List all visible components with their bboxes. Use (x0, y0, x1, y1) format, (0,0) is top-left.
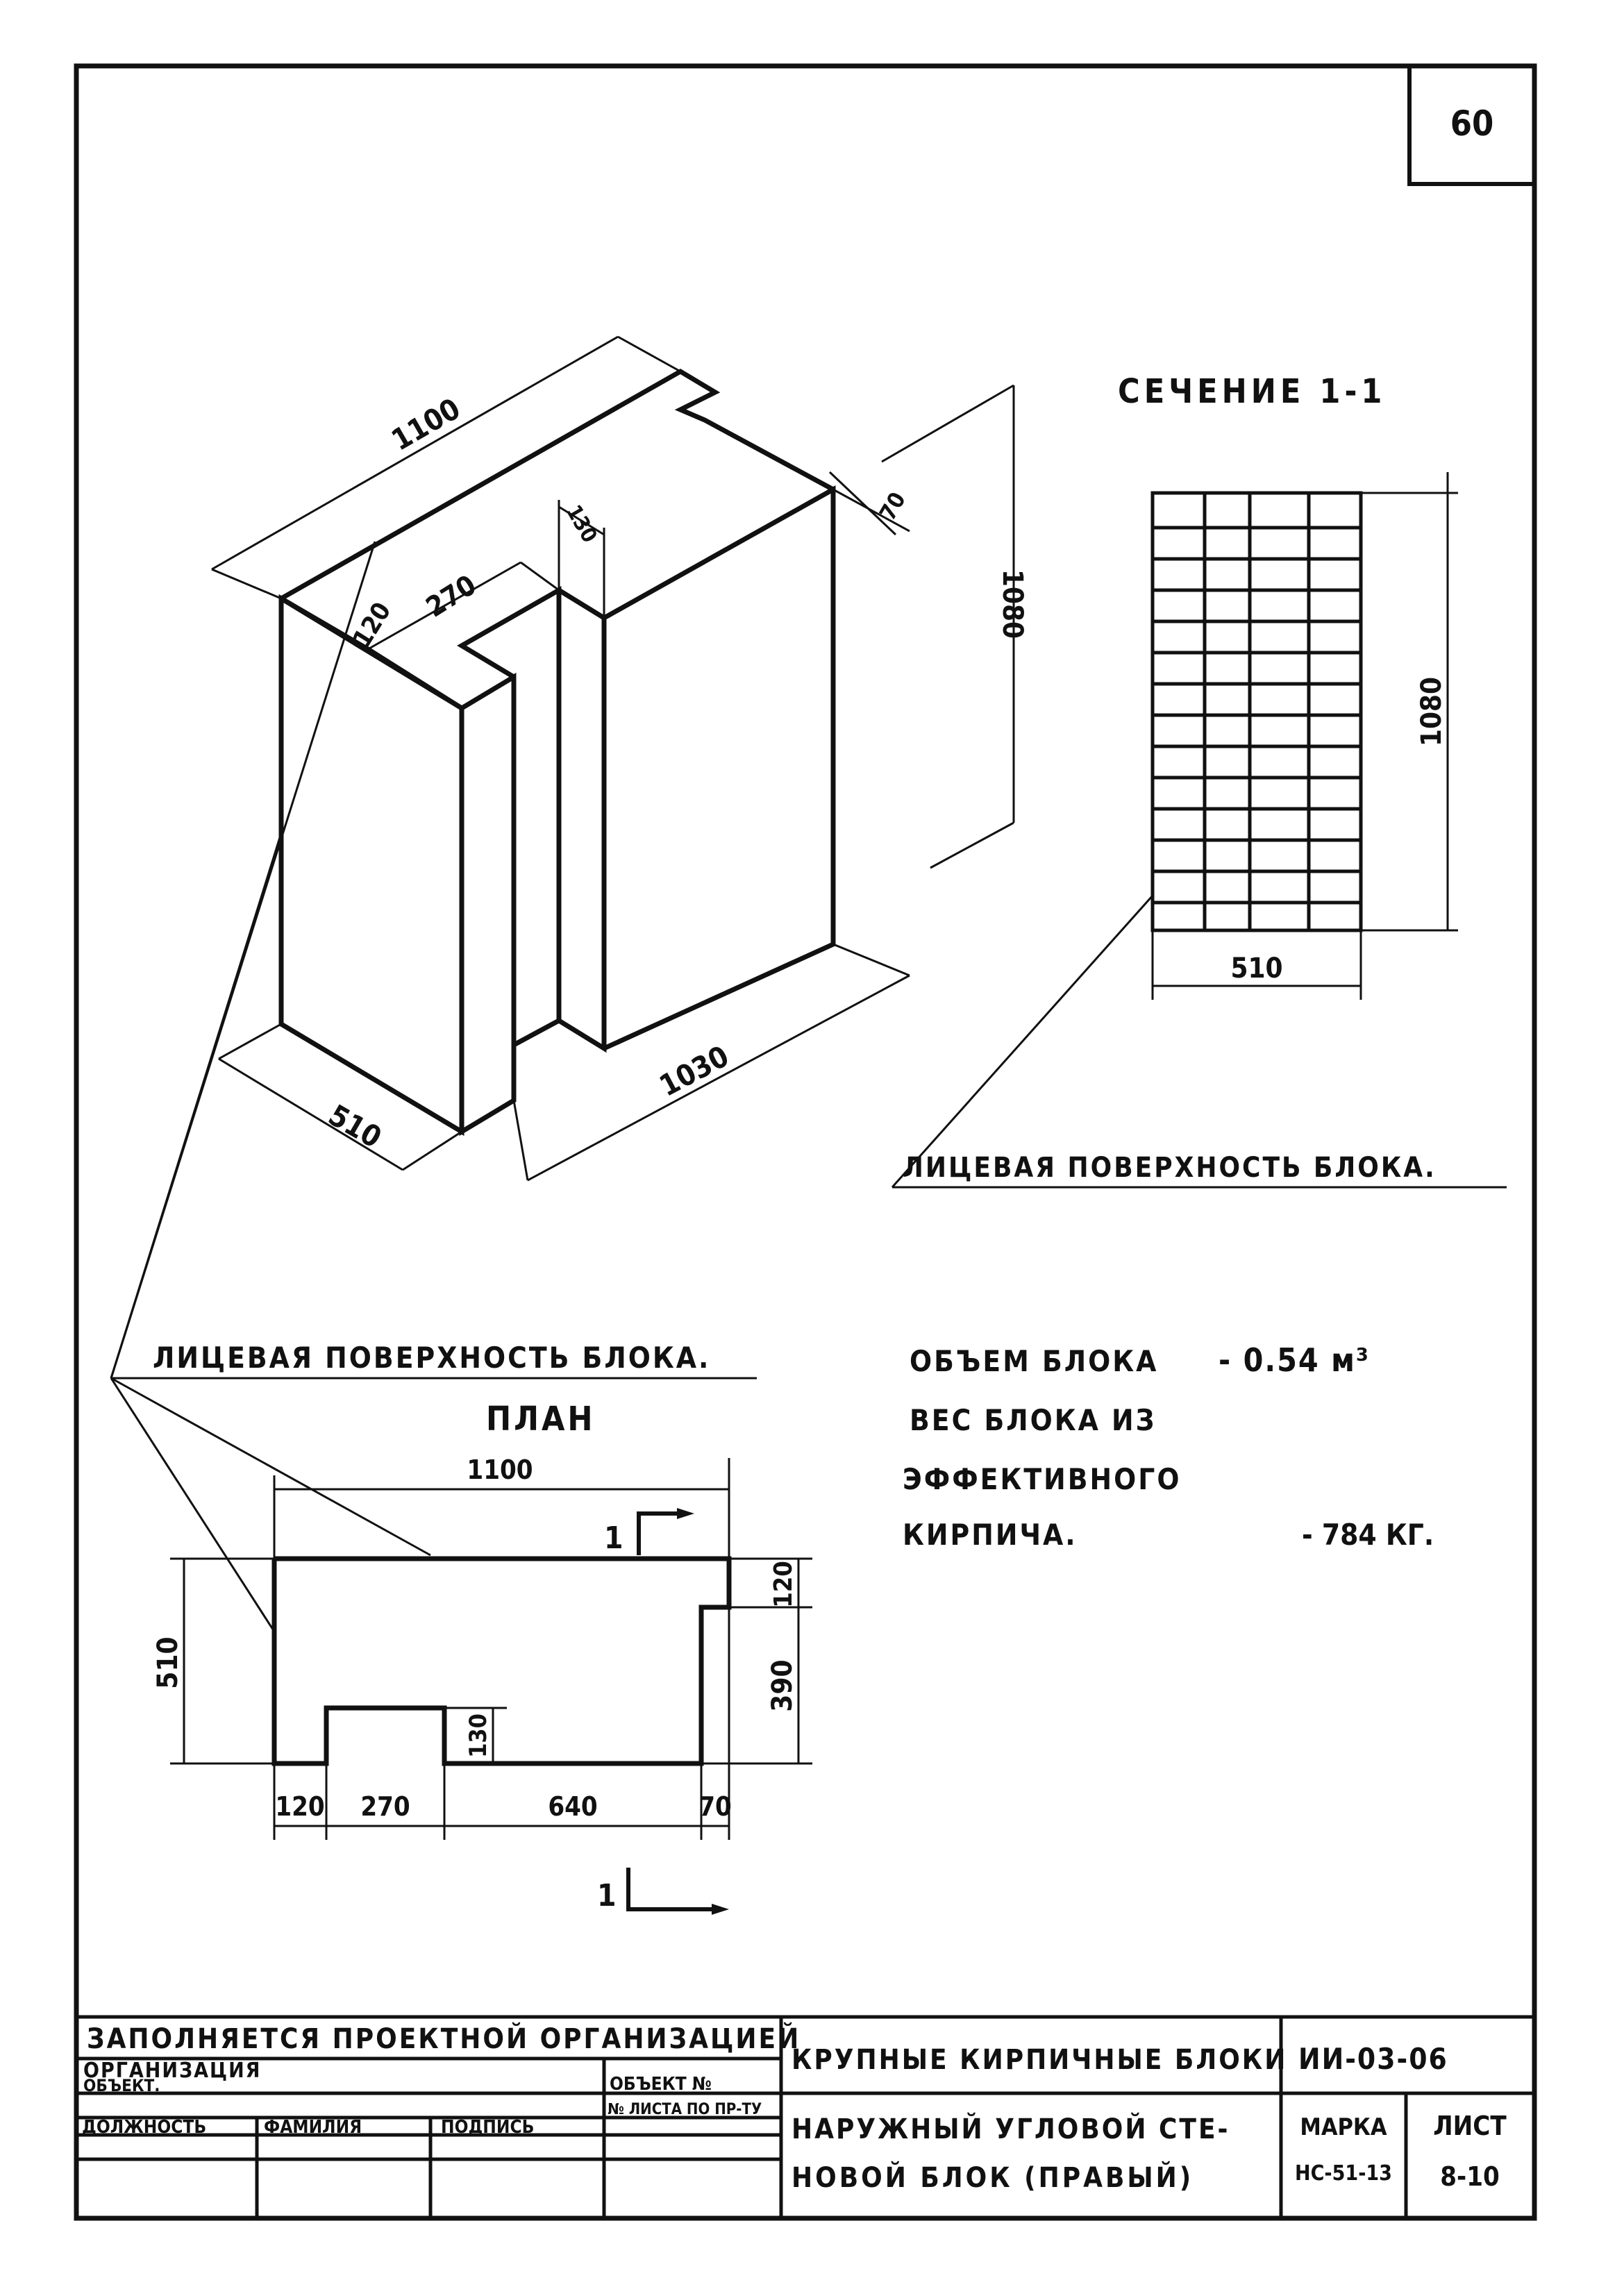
section-face-label: ЛИЦЕВАЯ ПОВЕРХНОСТЬ БЛОКА. (903, 1152, 1437, 1184)
plan-total-label: 1100 (467, 1455, 533, 1485)
plan-bottom-120: 120 (275, 1791, 324, 1822)
dim-70 (828, 471, 910, 536)
section-face-leader (891, 895, 1507, 1189)
plan-bottom-270: 270 (360, 1791, 410, 1822)
volume-label: ОБЪЕМ БЛОКА (910, 1344, 1158, 1378)
volume-value: - 0.54 м³ (1219, 1341, 1370, 1379)
plan-bottom-640: 640 (548, 1791, 597, 1822)
tb-series-title: КРУПНЫЕ КИРПИЧНЫЕ БЛОКИ (792, 2044, 1287, 2076)
plan-notch-label: 130 (464, 1713, 492, 1758)
section-brick-pattern (1150, 491, 1363, 932)
dim-1080-height-label: 1080 (996, 569, 1028, 639)
tb-signature: ПОДПИСЬ (441, 2117, 534, 2138)
tb-sheet-value: 8-10 (1440, 2161, 1500, 2192)
tb-object: ОБЪЕКТ. (83, 2076, 160, 2095)
dim-1030-label: 1030 (654, 1039, 735, 1103)
section-cut-marks (626, 1511, 712, 1911)
dim-130 (558, 500, 605, 618)
section-width-label: 510 (1230, 953, 1282, 984)
dim-1030 (512, 943, 910, 1182)
tb-drawing-title-2: НОВОЙ БЛОК (ПРАВЫЙ) (792, 2161, 1194, 2194)
plan-bottom-70: 70 (698, 1791, 732, 1822)
tb-sheet-label: ЛИСТ (1433, 2111, 1507, 2141)
dim-1100-top (211, 335, 681, 600)
plan-dims (170, 1458, 812, 1840)
sheet-frame (74, 63, 1537, 2221)
tb-mark-label: МАРКА (1300, 2113, 1387, 2141)
cut-mark-bottom: 1 (597, 1878, 617, 1913)
isometric-view: 1100 120 270 130 70 1080 (211, 335, 1028, 1182)
cut-arrow-top (677, 1508, 694, 1519)
tb-series-code: ИИ-03-06 (1298, 2042, 1448, 2076)
plan-title: ПЛАН (486, 1400, 596, 1439)
tb-surname: ФАМИЛИЯ (264, 2117, 362, 2138)
plan-right-bottom-label: 390 (767, 1659, 798, 1711)
dim-1080-height (881, 384, 1015, 869)
weight-value: - 784 КГ. (1302, 1518, 1434, 1552)
plan-depth-label: 510 (152, 1636, 184, 1689)
specs-block: ОБЪЕМ БЛОКА - 0.54 м³ ВЕС БЛОКА ИЗ ЭФФЕК… (903, 1341, 1434, 1552)
dim-270-label: 270 (421, 569, 482, 624)
dim-510-iso (218, 1023, 462, 1171)
tb-drawing-title-1: НАРУЖНЫЙ УГЛОВОЙ СТЕ- (792, 2112, 1230, 2145)
cut-mark-top: 1 (604, 1520, 623, 1556)
tb-sheet-no: № ЛИСТА ПО ПР-ТУ (608, 2101, 762, 2118)
section-title: СЕЧЕНИЕ 1-1 (1118, 372, 1386, 411)
cut-arrow-bottom (712, 1904, 729, 1915)
title-block: ЗАПОЛНЯЕТСЯ ПРОЕКТНОЙ ОРГАНИЗАЦИЕЙ ОРГАН… (76, 2015, 1534, 2218)
face-leaders (110, 541, 757, 1632)
tb-object-no: ОБЪЕКТ № (610, 2074, 712, 2095)
sheet-number: 60 (1450, 103, 1494, 144)
weight-line-2: ЭФФЕКТИВНОГО (903, 1462, 1182, 1496)
plan-face-label: ЛИЦЕВАЯ ПОВЕРХНОСТЬ БЛОКА. (153, 1341, 710, 1375)
iso-block-outline (278, 368, 836, 1137)
weight-line-3: КИРПИЧА. (903, 1518, 1078, 1552)
section-dims (1151, 472, 1458, 1000)
section-height-label: 1080 (1416, 677, 1448, 746)
tb-position: ДОЛЖНОСТЬ (82, 2117, 206, 2138)
dim-510-iso-label: 510 (323, 1098, 387, 1155)
plan-right-top-label: 120 (769, 1561, 798, 1608)
dim-130-label: 130 (561, 501, 601, 547)
weight-line-1: ВЕС БЛОКА ИЗ (910, 1403, 1157, 1437)
tb-mark-value: НС-51-13 (1295, 2161, 1392, 2186)
tb-organization: ОРГАНИЗАЦИЯ (83, 2059, 261, 2083)
dim-120-270 (367, 561, 560, 651)
plan-outline (271, 1556, 732, 1766)
tb-filled-by: ЗАПОЛНЯЕТСЯ ПРОЕКТНОЙ ОРГАНИЗАЦИЕЙ (87, 2022, 801, 2055)
